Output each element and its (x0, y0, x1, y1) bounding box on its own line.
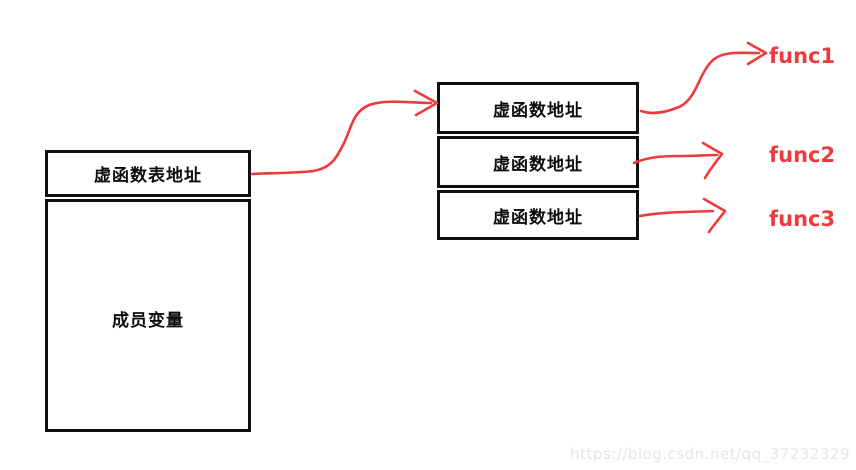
arrow-row2-to-func2-head (701, 141, 724, 180)
vtable-entry-label: 虚函数地址 (493, 154, 583, 175)
arrow-object-to-vtable-head (413, 89, 439, 117)
watermark: https://blog.csdn.net/qq_37232329 (570, 445, 850, 463)
vtable-row-1: 虚函数地址 (437, 82, 639, 134)
vtable-row-2: 虚函数地址 (437, 136, 639, 188)
object-vtable-pointer-cell: 虚函数表地址 (45, 150, 251, 197)
vtable-row-3: 虚函数地址 (437, 190, 639, 240)
func1-label: func1 (769, 44, 836, 68)
func3-label: func3 (769, 207, 836, 231)
vtable-pointer-label: 虚函数表地址 (94, 166, 202, 186)
arrow-row1-to-func1-head (746, 41, 768, 66)
func2-label: func2 (769, 143, 836, 167)
vtable-entry-label: 虚函数地址 (493, 207, 583, 228)
member-variables-label: 成员变量 (112, 311, 184, 331)
object-member-variables-cell: 成员变量 (45, 199, 251, 432)
vtable-entry-label: 虚函数地址 (493, 100, 583, 121)
arrow-row3-to-func3 (638, 209, 715, 218)
arrow-row3-to-func3-head (702, 197, 727, 234)
arrow-object-to-vtable (250, 100, 433, 176)
arrow-row1-to-func1 (639, 51, 761, 115)
arrow-row2-to-func2 (632, 153, 719, 165)
